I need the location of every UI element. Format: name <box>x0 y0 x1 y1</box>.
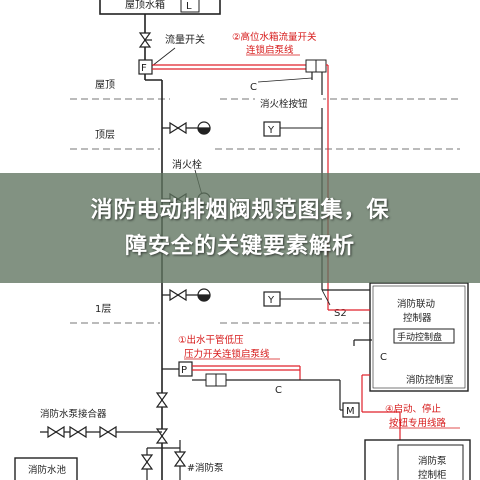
title-banner-overlay <box>0 173 480 283</box>
fire-pool: 消防水池 <box>14 457 78 480</box>
cabinet-panel: 手动控制盘 <box>397 331 442 343</box>
motor-box: M <box>339 380 360 418</box>
svg-text:Y: Y <box>267 295 275 306</box>
note-2: ①出水干管低压 压力开关连锁启泵线 <box>178 334 280 360</box>
floor-label-first: 1层 <box>95 303 111 315</box>
cabinet-wires <box>322 289 372 346</box>
note3-line2: 按钮专用线路 <box>389 417 447 429</box>
flow-switch-red-line <box>152 64 306 70</box>
banner-title-line2: 障安全的关键要素解析 <box>124 234 355 259</box>
cabinet-red-wires <box>328 309 401 440</box>
control-cabinet: 消防联动 控制器 手动控制盘 消防控制室 C <box>369 282 469 392</box>
adapter-label: 消防水泵接合器 <box>40 408 107 420</box>
svg-text:Y: Y <box>267 125 275 136</box>
top-valve-icon <box>138 32 152 48</box>
note-1: ②高位水箱流量开关 连锁启泵线 <box>232 31 317 56</box>
junction-c1: C <box>250 77 313 93</box>
top-floor-branch <box>162 121 211 135</box>
floor-label-top: 顶层 <box>95 129 115 141</box>
hydrant-label: 消火栓 <box>172 158 202 171</box>
tank-box-mark: L <box>186 1 192 12</box>
flow-switch-mark: F <box>141 63 147 74</box>
motor-mark: M <box>346 406 355 417</box>
junction-c2-label: C <box>380 352 387 363</box>
note3-line1: ④启动、停止 <box>385 403 442 415</box>
lower-junction-boxes <box>205 373 227 387</box>
banner-title-line1: 消防电动排烟阀规范图集，保 <box>90 198 390 223</box>
lower-valves <box>155 392 169 444</box>
hydrant-button-label: 消火栓按钮 <box>260 98 308 110</box>
roof-tank: 屋顶水箱 L <box>99 0 221 15</box>
pump-cabinet-line1: 消防泵 <box>418 455 447 467</box>
hydrant-button-icon <box>263 121 281 137</box>
note1-line2: 连锁启泵线 <box>246 44 294 56</box>
junction-s2-label: S2 <box>334 308 347 319</box>
pump-cabinet: 消防泵 控制柜 <box>364 439 471 480</box>
note1-line1: ②高位水箱流量开关 <box>232 31 317 43</box>
pump-cabinet-line2: 控制柜 <box>418 469 447 480</box>
note2-line1: ①出水干管低压 <box>178 334 244 346</box>
cabinet-title1: 消防联动 <box>397 298 435 310</box>
pressure-red-lines <box>192 365 301 380</box>
first-floor-branch <box>162 288 211 302</box>
first-floor-button: Y <box>263 291 322 307</box>
cabinet-title2: 控制器 <box>403 312 432 324</box>
pool-label: 消防水池 <box>28 464 67 476</box>
top-junction-boxes <box>305 59 327 73</box>
roof-tank-label: 屋顶水箱 <box>125 0 165 11</box>
note2-line2: 压力开关连锁启泵线 <box>184 348 270 360</box>
banner-title: 消防电动排烟阀规范图集，保 障安全的关键要素解析 <box>0 193 480 265</box>
note-3: ④启动、停止 按钮专用线路 <box>385 403 460 429</box>
pump-label: #消防泵 <box>187 462 224 474</box>
cabinet-room: 消防控制室 <box>406 374 454 386</box>
flow-switch-label: 流量开关 <box>165 33 205 46</box>
fire-pump: #消防泵 <box>140 440 224 480</box>
junction-c1-label: C <box>250 82 257 93</box>
junction-s2: S2 <box>321 289 347 319</box>
floor-label-roof: 屋顶 <box>95 79 115 91</box>
junction-c3-label: C <box>275 385 282 396</box>
pressure-switch: P <box>162 361 193 377</box>
flow-switch: F 流量开关 <box>138 33 205 75</box>
pressure-switch-mark: P <box>181 365 187 376</box>
pump-adapter: 消防水泵接合器 <box>40 408 162 439</box>
hydrant-button-group: 消火栓按钮 Y <box>255 95 323 137</box>
